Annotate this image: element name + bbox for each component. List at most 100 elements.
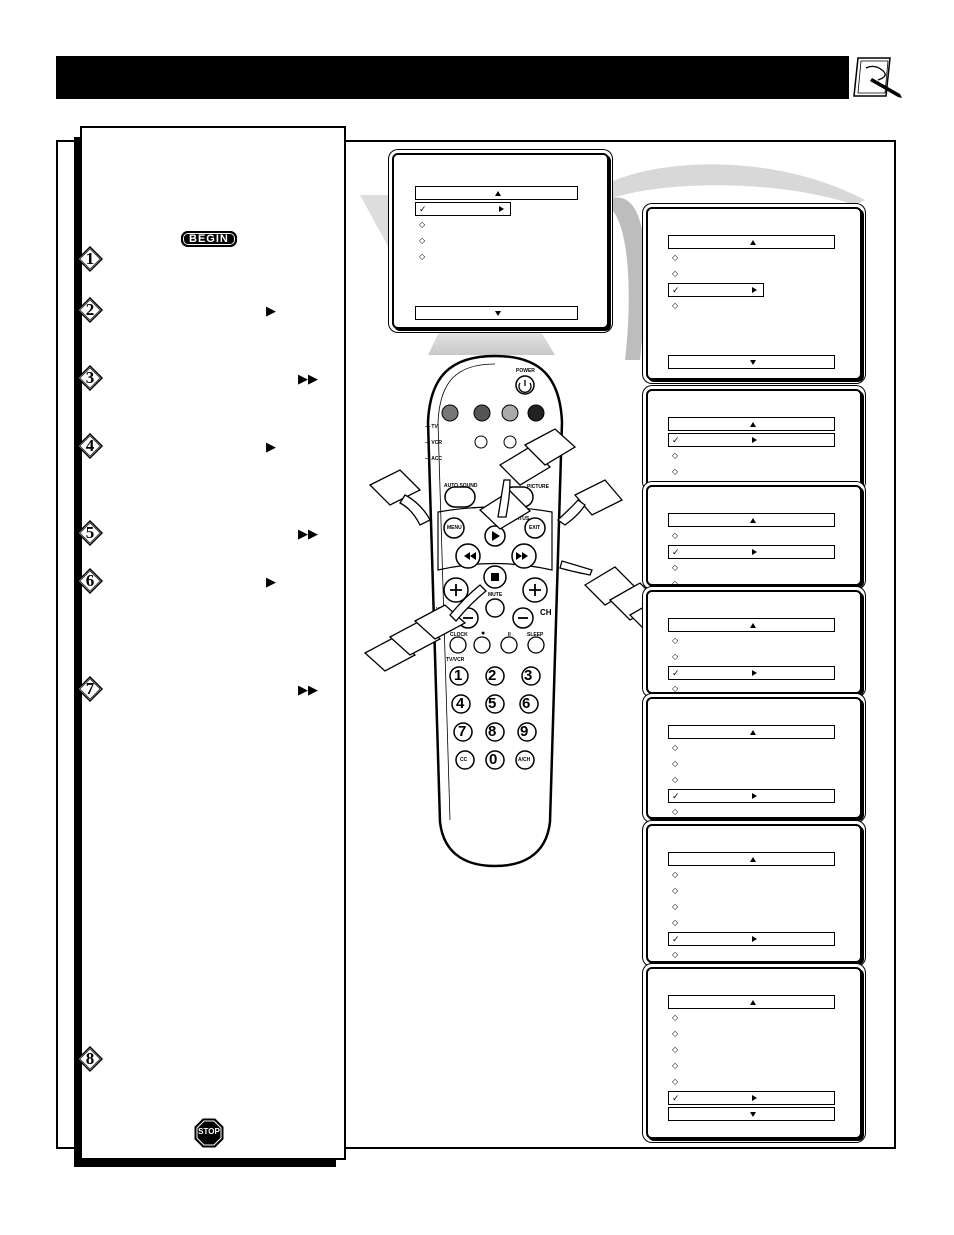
submenu-arrow-icon — [752, 670, 757, 676]
checkmark-icon: ✓ — [672, 791, 680, 801]
digit-9-label: 9 — [520, 723, 529, 740]
power-label: POWER — [516, 368, 535, 374]
checkmark-icon: ✓ — [672, 934, 680, 944]
checkmark-icon: ✓ — [672, 547, 680, 557]
pause-label: II — [508, 632, 511, 638]
menu-item-diamond-icon: ◇ — [672, 467, 679, 476]
menu-scroll-up-bar — [668, 513, 835, 527]
checkmark-icon: ✓ — [672, 1093, 680, 1103]
step-diamond-icon — [76, 519, 104, 547]
up-arrow-icon — [749, 857, 756, 862]
checkmark-icon: ✓ — [419, 204, 427, 214]
tv-screen-7: ◇◇◇◇✓◇ — [646, 824, 862, 963]
play-icon: ▶ — [266, 303, 276, 318]
menu-item-diamond-icon: ◇ — [419, 220, 426, 229]
digit-4-label: 4 — [456, 695, 465, 712]
mode-label-acc: — ACC — [425, 456, 443, 462]
checkmark-icon: ✓ — [672, 285, 680, 295]
menu-scroll-up-bar — [415, 186, 578, 200]
play-icon: ▶ — [266, 439, 276, 454]
submenu-arrow-icon — [752, 936, 757, 942]
menu-item-diamond-icon: ◇ — [672, 269, 679, 278]
menu-scroll-up-bar — [668, 618, 835, 632]
sleep-label: SLEEP — [527, 632, 544, 638]
tv-screen-2: ◇◇✓◇ — [646, 207, 862, 380]
exit-label: EXIT — [529, 525, 541, 531]
tv-screen-3: ✓◇◇ — [646, 389, 862, 488]
menu-item-diamond-icon: ◇ — [672, 684, 679, 693]
step-number: 8 — [85, 1049, 95, 1068]
digit-1-label: 1 — [454, 667, 463, 684]
checkmark-icon: ✓ — [672, 435, 680, 445]
menu-scroll-up-bar — [668, 995, 835, 1009]
remote-control — [420, 352, 570, 870]
digit-5-label: 5 — [488, 695, 497, 712]
menu-scroll-up-bar — [668, 852, 835, 866]
step-number: 7 — [85, 679, 95, 698]
step-diamond-icon — [76, 567, 104, 595]
menu-selected-item: ✓ — [668, 283, 764, 297]
step-number: 3 — [85, 368, 95, 387]
picture-label: PICTURE — [527, 484, 549, 490]
up-arrow-icon — [494, 191, 501, 196]
ch-label: CH — [540, 608, 552, 617]
digit-2-label: 2 — [488, 667, 497, 684]
menu-scroll-up-bar — [668, 235, 835, 249]
menu-label: MENU — [447, 525, 462, 531]
submenu-arrow-icon — [752, 793, 757, 799]
menu-item-diamond-icon: ◇ — [672, 652, 679, 661]
menu-item-diamond-icon: ◇ — [672, 950, 679, 959]
step-8: 8 — [76, 1045, 326, 1073]
digit-0-label: 0 — [489, 751, 498, 768]
menu-selected-item: ✓ — [668, 789, 835, 803]
fast-forward-icon: ▶▶ — [298, 526, 318, 541]
menu-item-diamond-icon: ◇ — [672, 902, 679, 911]
menu-item-diamond-icon: ◇ — [672, 743, 679, 752]
pointing-hands — [363, 428, 680, 672]
menu-item-diamond-icon: ◇ — [672, 1045, 679, 1054]
begin-label: BEGIN — [181, 231, 237, 247]
step-number: 4 — [85, 436, 95, 455]
menu-scroll-down-bar — [415, 306, 578, 320]
mode-label-tv: — TV — [425, 424, 438, 430]
stop-sign-icon: STOP — [194, 1118, 224, 1148]
tvvcr-label: TV/VCR — [446, 657, 465, 663]
up-arrow-icon — [749, 422, 756, 427]
step-diamond-icon — [76, 675, 104, 703]
auto-sound-label: AUTO SOUND — [444, 483, 478, 489]
fast-forward-icon: ▶▶ — [298, 371, 318, 386]
step-number: 2 — [85, 300, 95, 319]
stop-label: STOP — [198, 1127, 220, 1136]
step-7: 7▶▶ — [76, 675, 326, 703]
menu-item-diamond-icon: ◇ — [672, 579, 679, 586]
tv-screen-1: ✓◇◇◇ — [392, 153, 609, 329]
menu-item-diamond-icon: ◇ — [672, 301, 679, 310]
menu-item-diamond-icon: ◇ — [672, 886, 679, 895]
menu-item-diamond-icon: ◇ — [672, 870, 679, 879]
menu-item-diamond-icon: ◇ — [672, 1061, 679, 1070]
play-icon: ▶ — [266, 574, 276, 589]
digit-6-label: 6 — [522, 695, 531, 712]
ach-label: A/CH — [518, 757, 531, 763]
step-diamond-icon — [76, 245, 104, 273]
up-arrow-icon — [749, 1000, 756, 1005]
menu-item-diamond-icon: ◇ — [672, 563, 679, 572]
step-diamond-icon — [76, 1045, 104, 1073]
mode-label-vcr: — VCR — [425, 440, 442, 446]
menu-item-diamond-icon: ◇ — [672, 1077, 679, 1086]
menu-item-diamond-icon: ◇ — [672, 1013, 679, 1022]
menu-selected-item: ✓ — [668, 433, 835, 447]
step-number: 5 — [85, 523, 95, 542]
menu-item-diamond-icon: ◇ — [672, 1029, 679, 1038]
down-arrow-icon — [749, 360, 756, 365]
begin-badge: BEGIN — [181, 229, 237, 247]
page-header-bar — [56, 56, 849, 99]
menu-scroll-down-bar — [668, 355, 835, 369]
content-frame — [56, 140, 896, 1149]
menu-scroll-down-bar — [668, 1107, 835, 1121]
up-arrow-icon — [749, 730, 756, 735]
step-2: 2▶ — [76, 296, 326, 324]
cc-label: CC — [460, 757, 468, 763]
instruction-panel — [80, 126, 346, 1160]
up-arrow-icon — [749, 518, 756, 523]
